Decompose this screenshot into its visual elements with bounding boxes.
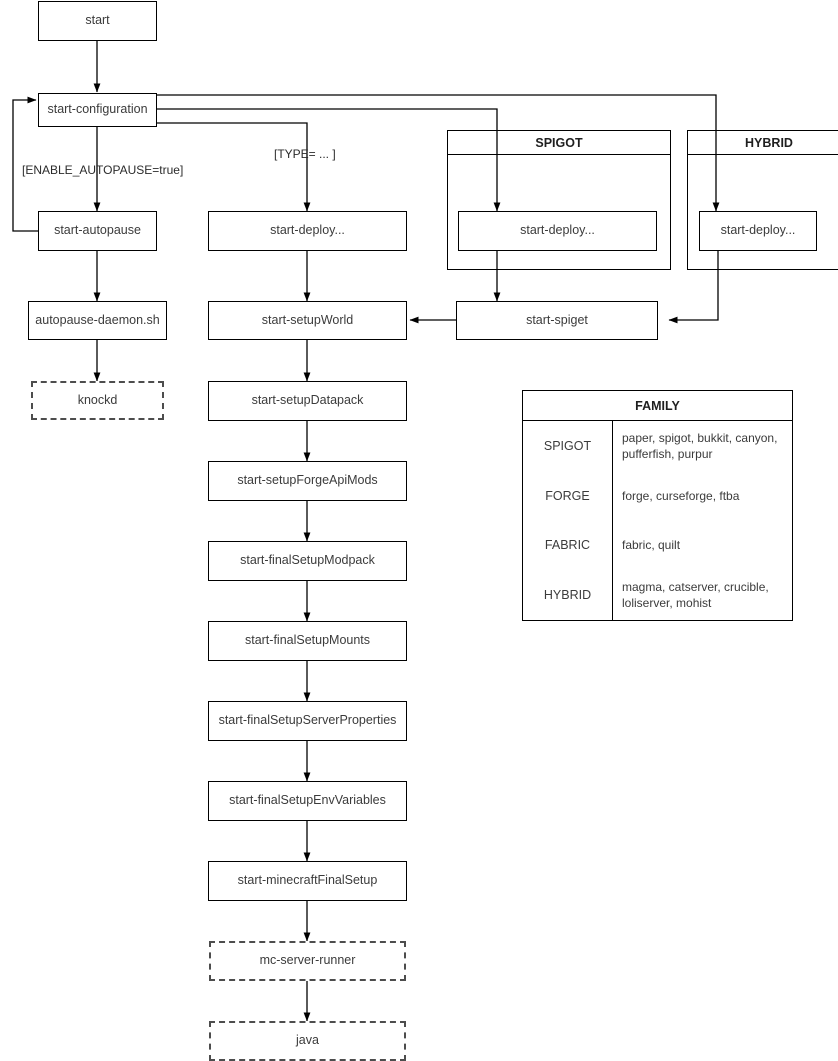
legend-value: magma, catserver, crucible, loliserver, … — [622, 579, 769, 611]
node-start-minecraft-final-setup[interactable]: start-minecraftFinalSetup — [208, 861, 407, 901]
node-start-configuration[interactable]: start-configuration — [38, 93, 157, 127]
node-autopause-daemon[interactable]: autopause-daemon.sh — [28, 301, 167, 340]
node-start[interactable]: start — [38, 1, 157, 41]
node-start-spiget[interactable]: start-spiget — [456, 301, 658, 340]
legend-key: SPIGOT — [523, 421, 613, 471]
node-start-setup-world[interactable]: start-setupWorld — [208, 301, 407, 340]
node-start-autopause[interactable]: start-autopause — [38, 211, 157, 251]
legend-row: SPIGOT paper, spigot, bukkit, canyon, pu… — [523, 421, 792, 471]
node-start-setup-forge-api-mods[interactable]: start-setupForgeApiMods — [208, 461, 407, 501]
node-start-final-setup-env-variables[interactable]: start-finalSetupEnvVariables — [208, 781, 407, 821]
legend-header: FAMILY — [523, 391, 792, 421]
node-mc-server-runner[interactable]: mc-server-runner — [209, 941, 406, 981]
legend-row: HYBRID magma, catserver, crucible, lolis… — [523, 570, 792, 620]
group-spigot-title: SPIGOT — [448, 131, 670, 155]
node-java[interactable]: java — [209, 1021, 406, 1061]
legend-row: FORGE forge, curseforge, ftba — [523, 470, 792, 521]
node-start-deploy-hybrid[interactable]: start-deploy... — [699, 211, 817, 251]
legend-body: SPIGOT paper, spigot, bukkit, canyon, pu… — [523, 421, 792, 620]
legend-family-table: FAMILY SPIGOT paper, spigot, bukkit, can… — [522, 390, 793, 621]
legend-key: FABRIC — [523, 520, 613, 571]
group-hybrid-title: HYBRID — [688, 131, 838, 155]
legend-key: FORGE — [523, 470, 613, 521]
edge-label-enable-autopause: [ENABLE_AUTOPAUSE=true] — [22, 163, 184, 177]
node-start-final-setup-mounts[interactable]: start-finalSetupMounts — [208, 621, 407, 661]
node-start-setup-datapack[interactable]: start-setupDatapack — [208, 381, 407, 421]
node-start-final-setup-modpack[interactable]: start-finalSetupModpack — [208, 541, 407, 581]
node-start-deploy-spigot[interactable]: start-deploy... — [458, 211, 657, 251]
legend-value: paper, spigot, bukkit, canyon, pufferfis… — [622, 430, 778, 461]
legend-key: HYBRID — [523, 570, 613, 620]
edge-label-type-selector: [TYPE= ... ] — [274, 147, 336, 161]
legend-value: forge, curseforge, ftba — [622, 488, 740, 503]
node-start-deploy-main[interactable]: start-deploy... — [208, 211, 407, 251]
node-start-final-setup-server-properties[interactable]: start-finalSetupServerProperties — [208, 701, 407, 741]
legend-row: FABRIC fabric, quilt — [523, 520, 792, 571]
node-knockd[interactable]: knockd — [31, 381, 164, 420]
legend-value: fabric, quilt — [622, 538, 681, 553]
